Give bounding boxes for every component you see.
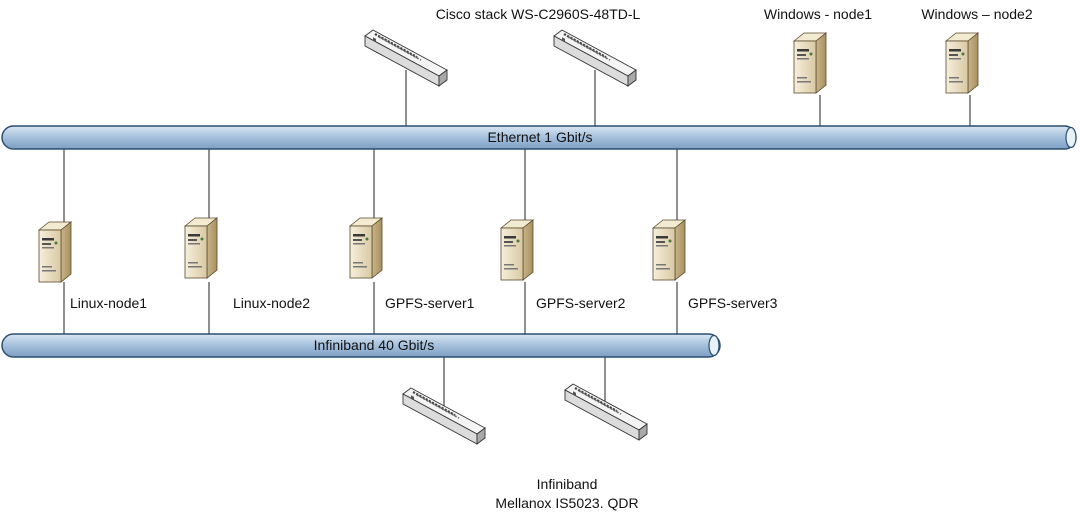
windows-node1-label: Windows - node1 xyxy=(764,6,872,22)
server-tower-icon xyxy=(652,219,686,281)
ethernet-bus: Ethernet 1 Gbit/s xyxy=(1,125,1077,150)
server-tower-icon xyxy=(500,219,534,281)
linux-node1-label: Linux-node1 xyxy=(70,295,147,311)
server-tower-icon xyxy=(349,217,383,279)
gpfs-server1-label: GPFS-server1 xyxy=(385,295,475,311)
cisco-switch-group: Cisco stack WS-C2960S-48TD-L xyxy=(363,6,641,88)
infiniband-switch-label-line1: Infiniband xyxy=(537,476,598,492)
infiniband-bus: Infiniband 40 Gbit/s xyxy=(1,333,721,358)
ethernet-bus-label: Ethernet 1 Gbit/s xyxy=(487,129,592,145)
server-tower-icon xyxy=(945,32,979,94)
gpfs-server-2: GPFS-server2 xyxy=(500,219,626,311)
server-tower-icon xyxy=(184,217,218,279)
network-switch-icon xyxy=(563,382,649,442)
infiniband-switch-label-line2: Mellanox IS5023. QDR xyxy=(495,495,638,511)
connection-lines xyxy=(63,70,971,406)
server-tower-icon xyxy=(793,32,827,94)
gpfs-server2-label: GPFS-server2 xyxy=(536,295,626,311)
gpfs-server-1: GPFS-server1 xyxy=(349,217,475,311)
linux-node-1: Linux-node1 xyxy=(38,221,147,311)
windows-node2-label: Windows – node2 xyxy=(921,6,1033,22)
server-tower-icon xyxy=(38,221,72,283)
windows-node-2: Windows – node2 xyxy=(921,6,1033,94)
cisco-stack-label: Cisco stack WS-C2960S-48TD-L xyxy=(436,6,641,22)
infiniband-bus-label: Infiniband 40 Gbit/s xyxy=(314,337,435,353)
linux-node2-label: Linux-node2 xyxy=(233,295,310,311)
windows-node-1: Windows - node1 xyxy=(764,6,872,94)
gpfs-server3-label: GPFS-server3 xyxy=(688,295,778,311)
linux-node-2: Linux-node2 xyxy=(184,217,310,311)
gpfs-server-3: GPFS-server3 xyxy=(652,219,778,311)
infiniband-switch-group: Infiniband Mellanox IS5023. QDR xyxy=(401,382,649,511)
